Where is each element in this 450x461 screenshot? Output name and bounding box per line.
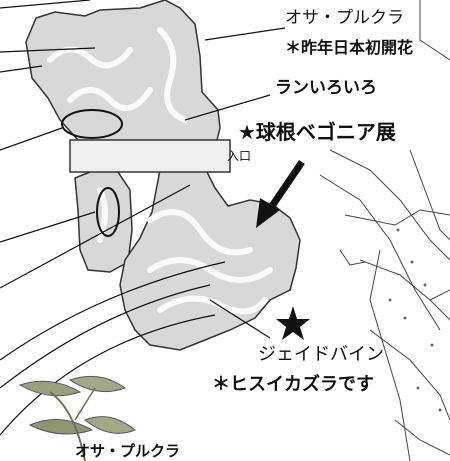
label-osa-pulcra-bottom: オサ・プルクラ (75, 442, 181, 460)
south-wing (119, 167, 301, 351)
label-entrance: 入口 (227, 149, 252, 163)
label-jade-vine: ジェイドバイン (258, 344, 384, 365)
label-begonia-show: ★球根ベゴニア展 (238, 120, 396, 144)
star-marker (276, 306, 310, 340)
highlight-ring-1 (61, 109, 123, 139)
floor-plan (25, 0, 301, 351)
leader-lines (0, 0, 286, 436)
leaf-illustration (18, 375, 136, 461)
map-dots (388, 228, 442, 412)
garden-paths (47, 27, 273, 315)
label-osa-pulcra: オサ・プルクラ (285, 8, 404, 28)
begonia-arrow (256, 160, 305, 228)
entrance-corridor (69, 139, 231, 173)
label-hisuikazura-note: ＊ヒスイカズラです (212, 374, 374, 395)
label-orchids: ランいろいろ (275, 78, 377, 98)
label-first-bloom-note: ＊昨年日本初開花 (285, 38, 414, 57)
street-map (319, 0, 450, 461)
highlight-ring-2 (96, 187, 120, 237)
